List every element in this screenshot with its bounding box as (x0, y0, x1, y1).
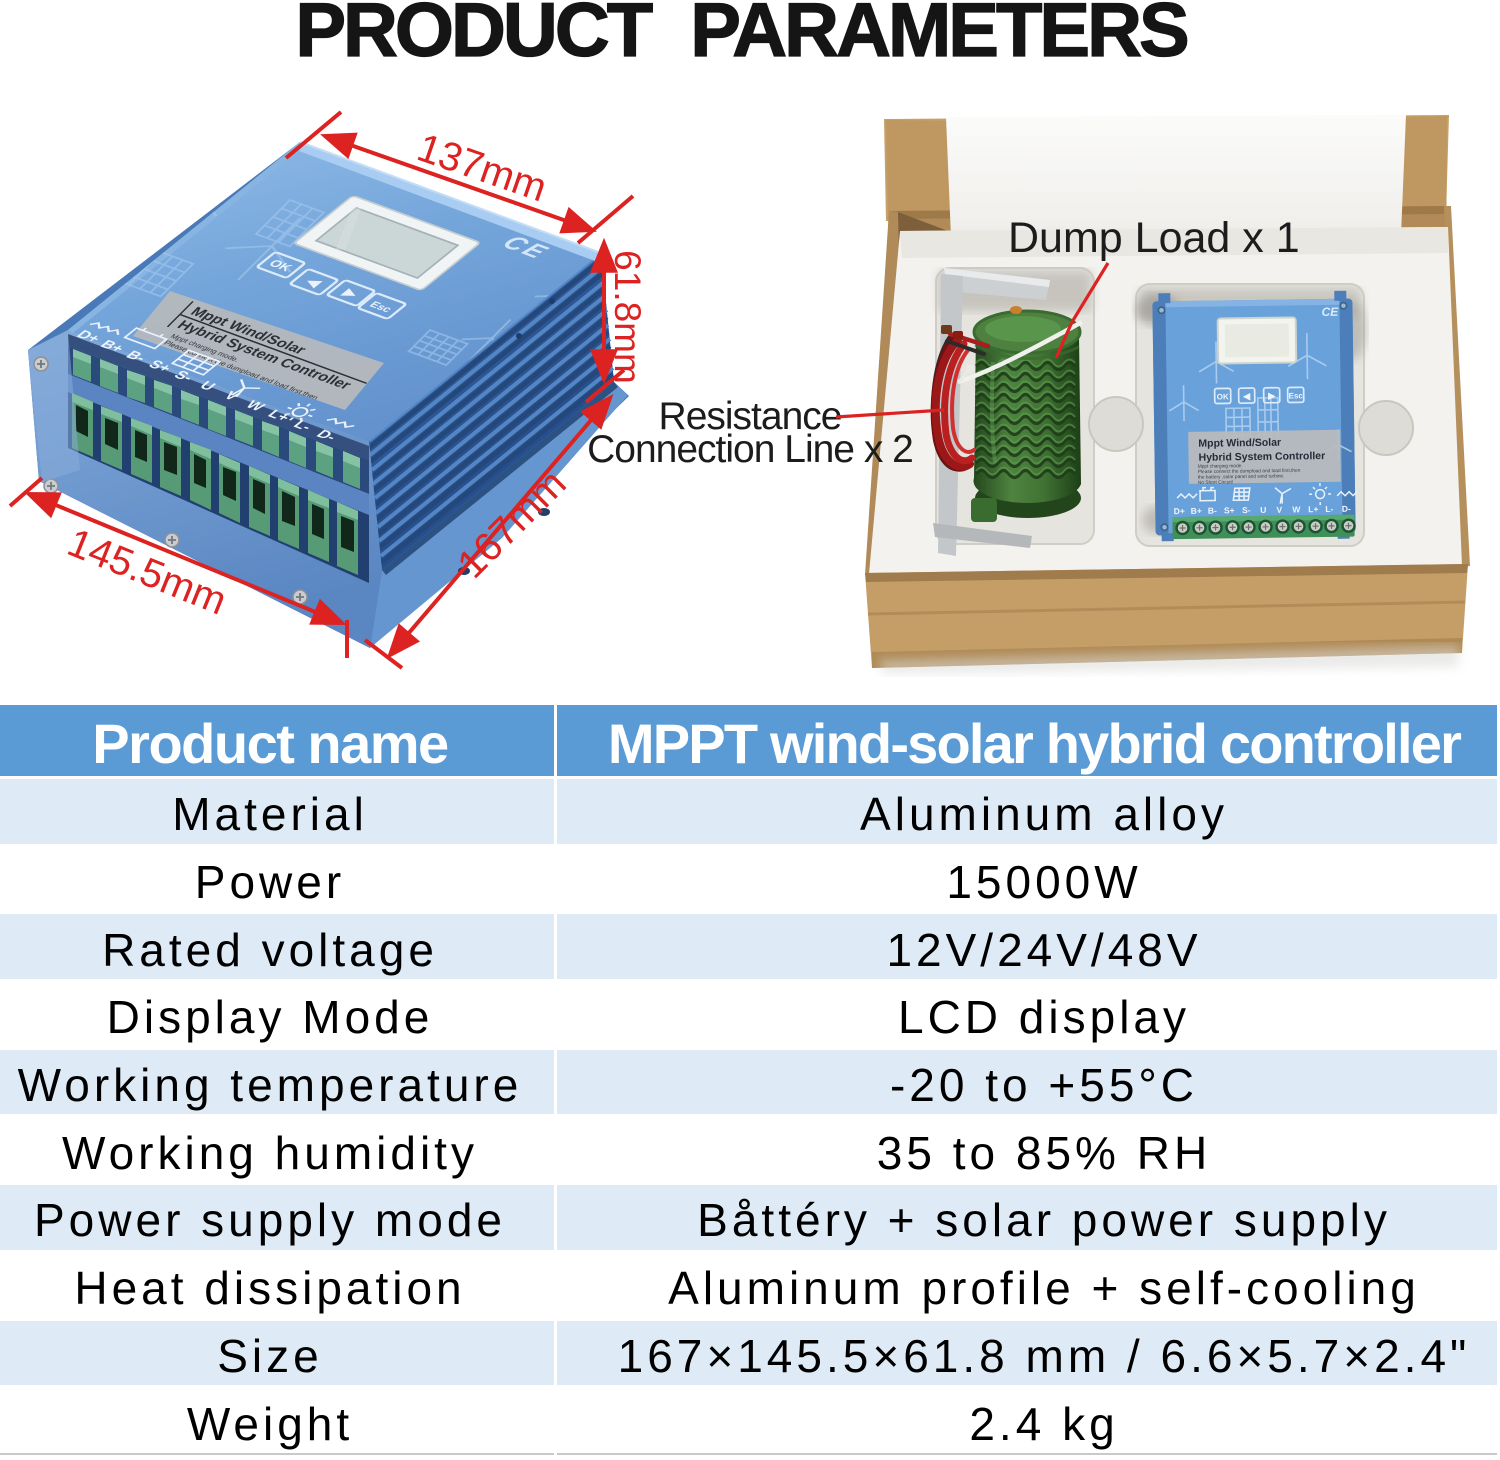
svg-text:Connection Line x 2: Connection Line x 2 (587, 428, 913, 471)
svg-text:Esc: Esc (1289, 391, 1304, 400)
svg-text:S+: S+ (1224, 505, 1235, 515)
svg-text:Mppt Wind/Solar: Mppt Wind/Solar (1198, 437, 1281, 450)
svg-text:▶: ▶ (1267, 391, 1276, 401)
svg-text:OK: OK (1217, 392, 1229, 401)
svg-text:V: V (1276, 505, 1282, 515)
svg-text:D+: D+ (1174, 506, 1185, 516)
svg-text:Mppt charging mode.: Mppt charging mode. (1198, 463, 1243, 470)
svg-text:D-: D- (1342, 504, 1351, 514)
svg-text:Please connect the dumpload an: Please connect the dumpload and load fir… (1198, 468, 1301, 475)
svg-text:the battery ,solar panel and w: the battery ,solar panel and wind turbin… (1198, 473, 1285, 480)
svg-text:U: U (1260, 505, 1266, 515)
svg-text:L-: L- (1325, 504, 1333, 514)
svg-text:S-: S- (1242, 505, 1251, 515)
svg-text:B-: B- (1208, 506, 1217, 516)
svg-text:W: W (1292, 504, 1301, 514)
svg-text:L+: L+ (1308, 504, 1318, 514)
svg-text:Resistance: Resistance (659, 395, 842, 438)
svg-text:B+: B+ (1191, 506, 1202, 516)
svg-text:No Short Circuit!: No Short Circuit! (1198, 479, 1233, 485)
svg-text:Dump Load x 1: Dump Load x 1 (1008, 214, 1300, 262)
svg-text:61.8mm: 61.8mm (607, 250, 648, 384)
svg-text:CE: CE (1321, 305, 1339, 319)
svg-text:Hybrid System Controller: Hybrid System Controller (1198, 450, 1325, 464)
svg-text:◀: ◀ (1242, 391, 1251, 401)
